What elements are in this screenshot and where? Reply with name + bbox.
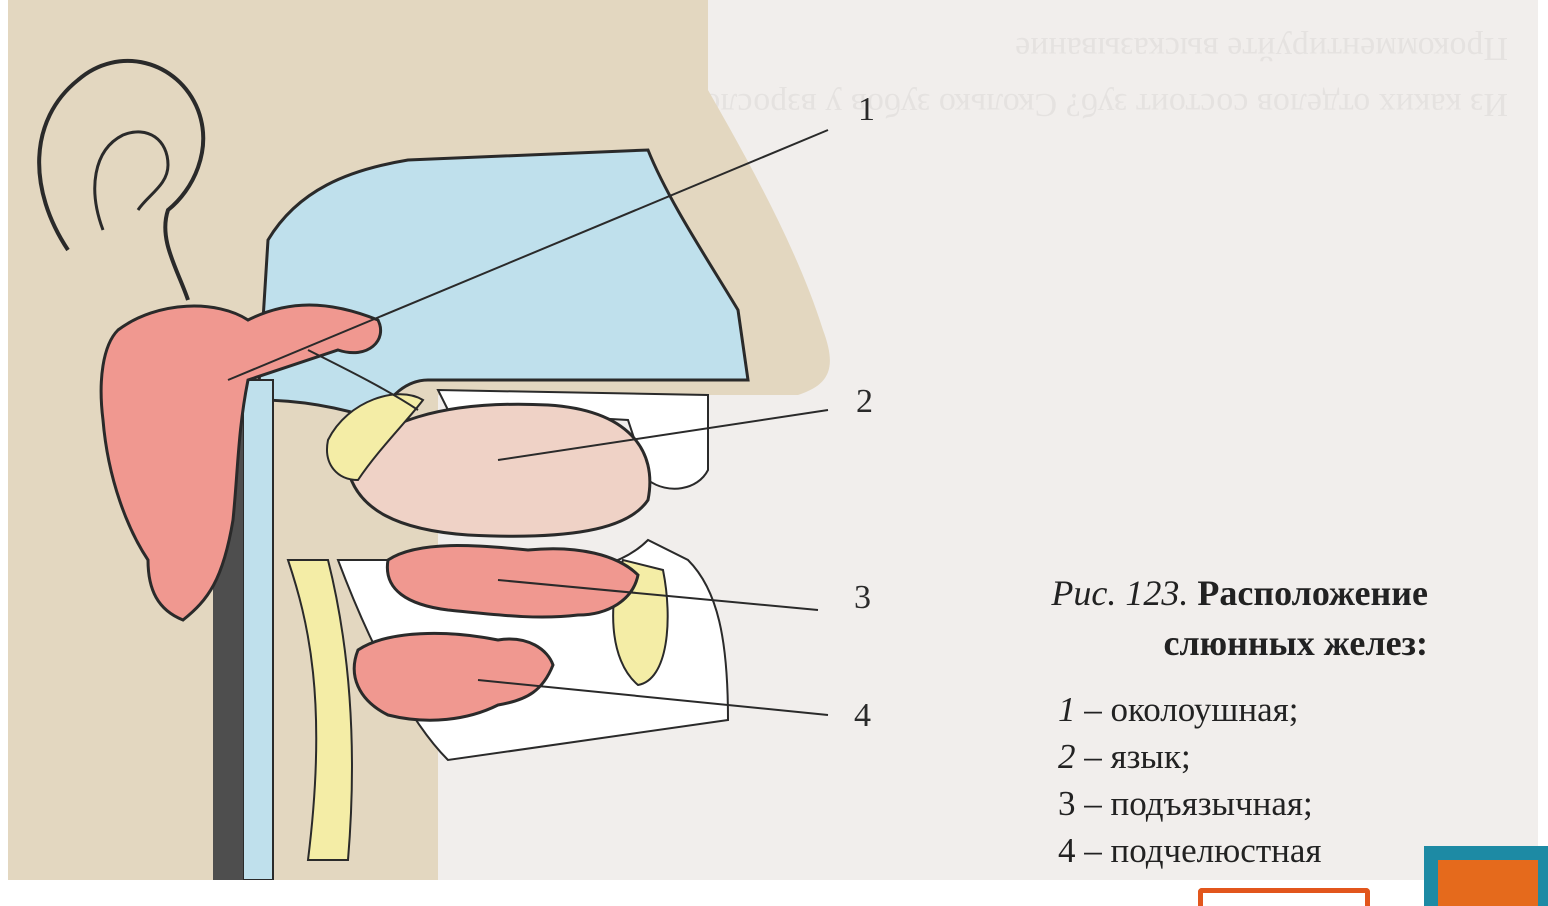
legend-item: 1 – околоушная; <box>1058 686 1488 733</box>
legend-sep: – <box>1076 831 1111 870</box>
next-arrow-icon <box>1438 860 1538 906</box>
legend-num: 4 <box>1058 831 1076 870</box>
legend-text: околоушная; <box>1111 690 1299 729</box>
legend-num: 1 <box>1058 690 1076 729</box>
next-slide-button[interactable] <box>1424 846 1548 906</box>
legend-text: подчелюстная <box>1111 831 1322 870</box>
legend-item: 3 – подъязычная; <box>1058 780 1488 827</box>
pharynx <box>243 380 273 880</box>
caption-title: Рис. 123. Расположение слюнных желез: <box>1008 568 1428 668</box>
textbook-page-scan: Из каких отделов состоит зуб? Сколько зу… <box>8 0 1538 880</box>
figure-number: Рис. 123. <box>1051 573 1188 613</box>
legend-text: подъязычная; <box>1111 784 1313 823</box>
callout-2: 2 <box>856 383 873 420</box>
figure-title-line2: слюнных желез: <box>1163 623 1428 663</box>
salivary-glands-diagram: 1 2 3 4 <box>8 0 1008 880</box>
nav-button[interactable] <box>1198 888 1370 906</box>
legend-sep: – <box>1076 690 1111 729</box>
callout-1: 1 <box>858 91 875 128</box>
callout-4: 4 <box>854 697 871 734</box>
legend-text: язык; <box>1111 737 1191 776</box>
legend-num: 2 <box>1058 737 1076 776</box>
callout-3: 3 <box>854 579 871 616</box>
figure-title-line1: Расположение <box>1197 573 1428 613</box>
legend-num: 3 <box>1058 784 1076 823</box>
legend-item: 2 – язык; <box>1058 733 1488 780</box>
legend-sep: – <box>1076 737 1111 776</box>
figure-caption: Рис. 123. Расположение слюнных желез: 1 … <box>1008 568 1488 874</box>
legend-sep: – <box>1076 784 1111 823</box>
